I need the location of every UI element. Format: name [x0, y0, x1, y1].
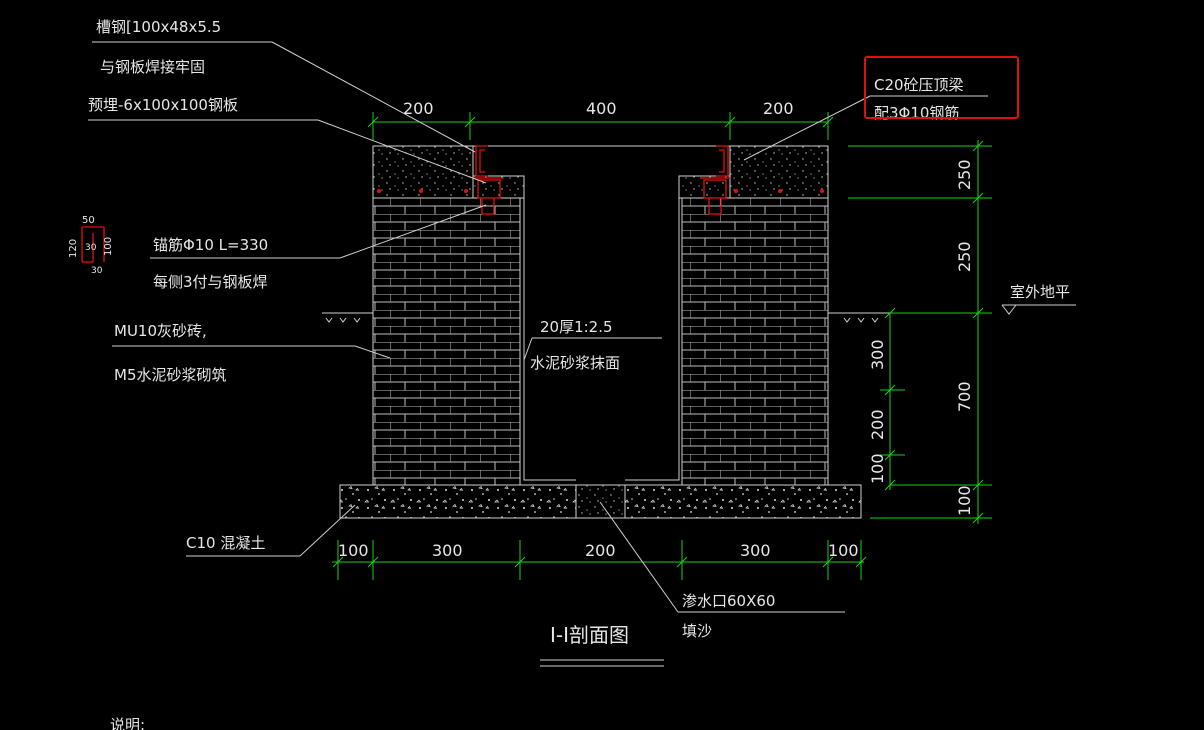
label-channel-steel: 槽钢[100x48x5.5	[96, 18, 221, 36]
label-mortar: M5水泥砂浆砌筑	[114, 366, 227, 384]
section-title: I-I剖面图	[550, 623, 629, 647]
channel-steel-right	[700, 145, 730, 215]
right-dimension-outer	[848, 140, 992, 524]
dim-right-inner-2: 200	[868, 409, 887, 440]
plaster-line-left	[523, 185, 576, 481]
ground-marks	[322, 312, 890, 323]
label-brick: MU10灰砂砖,	[114, 322, 207, 340]
label-sand-fill: 填沙	[682, 622, 712, 640]
bottom-dimension-line	[332, 540, 867, 580]
dim-bottom-3: 200	[585, 541, 616, 560]
concrete-footing-right	[624, 484, 862, 519]
label-channel-weld: 与钢板焊接牢固	[100, 58, 205, 76]
dim-top-1: 200	[403, 99, 434, 118]
label-outdoor-level: 室外地平	[1010, 283, 1070, 301]
dim-bottom-4: 300	[740, 541, 771, 560]
label-cap-beam: C20砼压顶梁	[874, 76, 964, 94]
dim-top-2: 400	[586, 99, 617, 118]
note-heading: 说明:	[110, 716, 145, 730]
dim-top-3: 200	[763, 99, 794, 118]
dim-right-inner-3: 100	[868, 453, 887, 484]
rebar-detail-sketch: 50 120 30 100 30	[68, 215, 114, 276]
dim-right-outer-2: 250	[955, 241, 974, 272]
dim-bottom-1: 100	[338, 541, 369, 560]
leader-lines	[88, 41, 988, 613]
detail-dim-bottom: 30	[91, 266, 103, 276]
detail-dim-right: 100	[103, 237, 114, 256]
outdoor-level-marker	[1001, 304, 1076, 315]
dim-bottom-2: 300	[432, 541, 463, 560]
right-dimension-inner	[880, 307, 905, 491]
label-plaster-thickness: 20厚1:2.5	[540, 318, 613, 336]
rebar-dots	[377, 189, 824, 193]
plaster-line-right	[625, 185, 680, 481]
label-anchor-weld: 每侧3付与钢板焊	[153, 273, 268, 291]
detail-dim-left: 120	[68, 239, 79, 258]
label-plaster-mortar: 水泥砂浆抹面	[530, 354, 620, 372]
label-drain-opening: 渗水口60X60	[682, 592, 775, 610]
highlight-box	[864, 56, 1019, 119]
dim-right-outer-4: 100	[955, 485, 974, 516]
cap-beam-left-inner	[472, 175, 525, 199]
label-embedded-plate: 预埋-6x100x100钢板	[88, 96, 238, 114]
brick-wall-right	[681, 197, 829, 486]
label-c10-concrete: C10 混凝土	[186, 534, 265, 552]
detail-dim-top: 50	[82, 215, 95, 226]
brick-wall-left	[372, 197, 521, 486]
top-dimension-line	[367, 112, 834, 140]
label-anchor-bar: 锚筋Φ10 L=330	[153, 236, 268, 254]
label-cap-beam-rebar: 配3Φ10钢筋	[874, 104, 959, 122]
dim-right-inner-1: 300	[868, 339, 887, 370]
dim-right-outer-1: 250	[955, 159, 974, 190]
dim-bottom-5: 100	[828, 541, 859, 560]
drain-sand-fill	[575, 484, 626, 519]
concrete-footing-left	[339, 484, 577, 519]
dim-right-outer-3: 700	[955, 381, 974, 412]
detail-dim-mid: 30	[85, 243, 97, 253]
